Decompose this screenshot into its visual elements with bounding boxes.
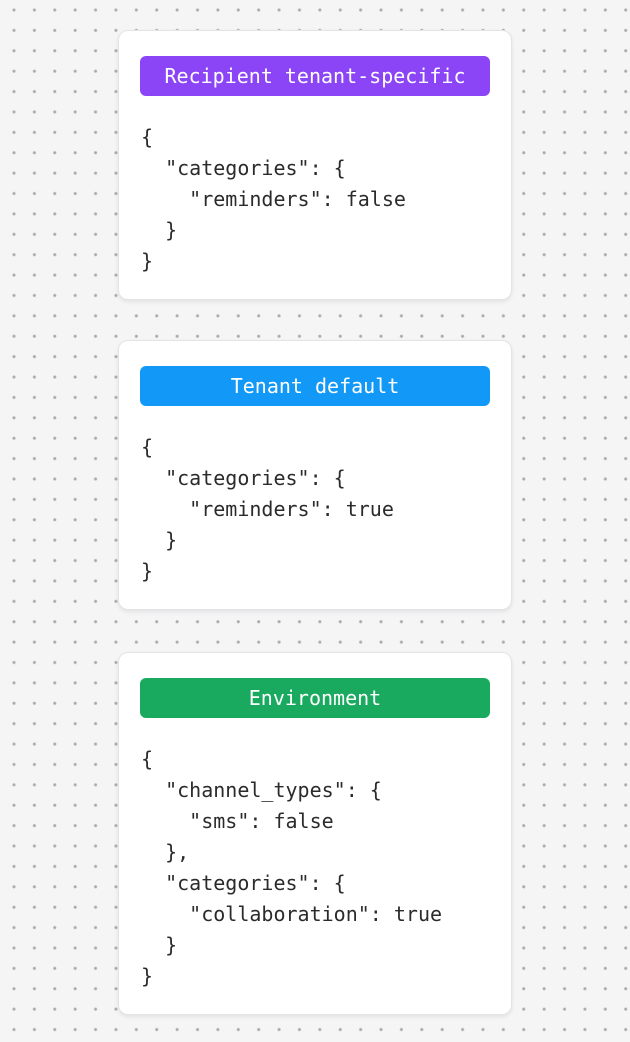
- recipient-tenant-specific-json-code: { "categories": { "reminders": false } }: [141, 125, 406, 273]
- card-tenant-default: Tenant default { "categories": { "remind…: [118, 340, 512, 610]
- environment-badge: Environment: [140, 678, 490, 718]
- card-environment: Environment { "channel_types": { "sms": …: [118, 652, 512, 1015]
- card-recipient-tenant-specific: Recipient tenant-specific { "categories"…: [118, 30, 512, 300]
- recipient-tenant-specific-badge: Recipient tenant-specific: [140, 56, 490, 96]
- tenant-default-json-code: { "categories": { "reminders": true } }: [141, 435, 394, 583]
- tenant-default-badge: Tenant default: [140, 366, 490, 406]
- environment-json-code: { "channel_types": { "sms": false }, "ca…: [141, 747, 443, 988]
